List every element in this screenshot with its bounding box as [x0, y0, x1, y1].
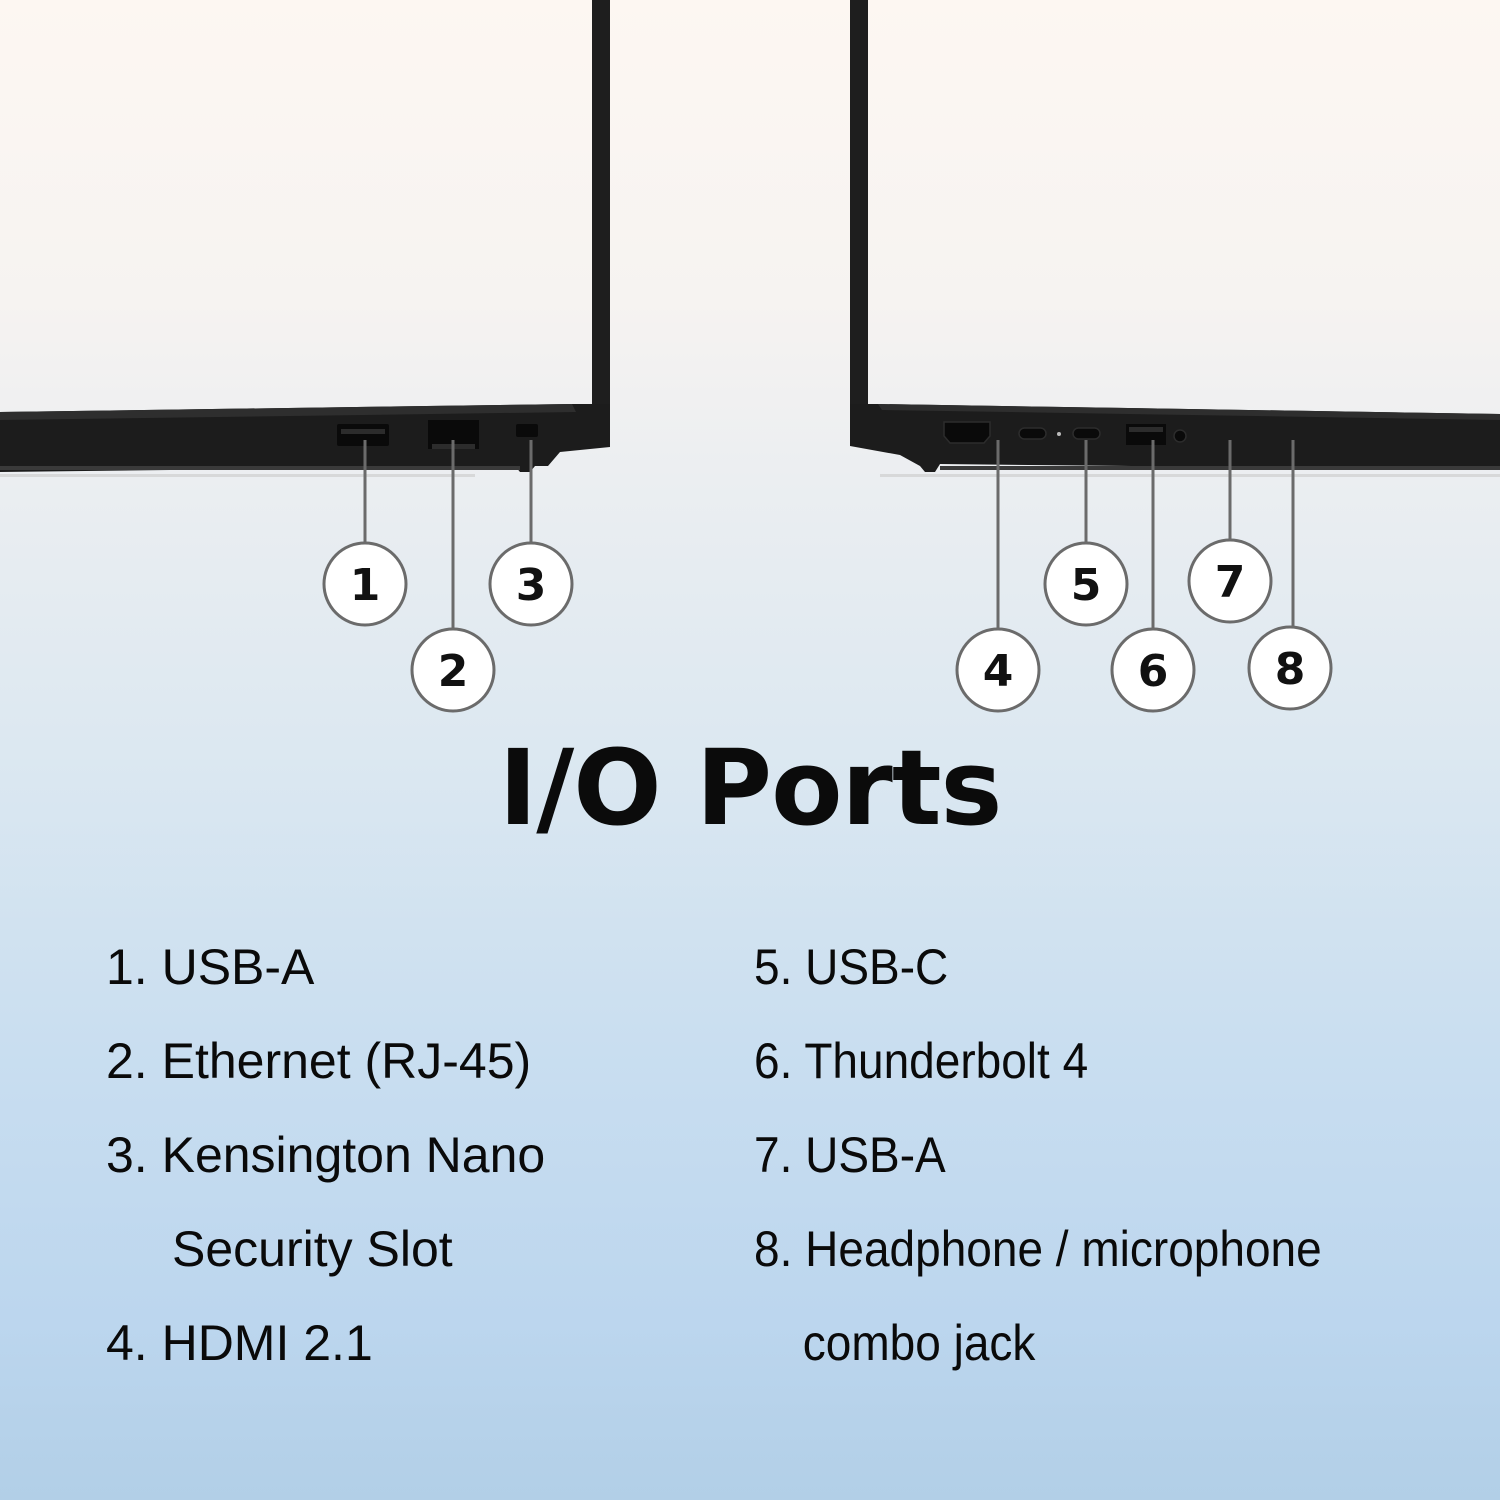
- svg-text:4: 4: [983, 646, 1014, 697]
- legend-item-kensington-cont: Security Slot: [172, 1221, 453, 1277]
- svg-text:1: 1: [350, 560, 381, 611]
- legend-item-thunderbolt: 6. Thunderbolt 4: [754, 1033, 1089, 1089]
- page-title: I/O Ports: [498, 727, 1003, 849]
- legend-item-ethernet: 2. Ethernet (RJ-45): [106, 1033, 532, 1089]
- legend-item-hdmi: 4. HDMI 2.1: [106, 1315, 373, 1371]
- svg-text:2: 2: [438, 646, 469, 697]
- svg-text:6: 6: [1138, 646, 1169, 697]
- legend-item-usb-c: 5. USB-C: [754, 939, 949, 995]
- port-diagram: 1 2 3 4 5 6 7 8: [0, 0, 1500, 713]
- legend-item-audio-jack: 8. Headphone / microphone: [754, 1221, 1322, 1277]
- callout-3: 3: [488, 541, 574, 627]
- screen-bezel-left: [592, 0, 610, 418]
- callout-6: 6: [1110, 627, 1196, 713]
- svg-text:3: 3: [516, 560, 547, 611]
- hdmi-port-icon: [943, 421, 991, 444]
- laptop-right-side: [850, 0, 1500, 477]
- usb-a-port-icon: [337, 424, 389, 446]
- legend-left-column: 1. USB-A 2. Ethernet (RJ-45) 3. Kensingt…: [106, 920, 545, 1390]
- callout-4: 4: [955, 627, 1041, 713]
- callout-5: 5: [1043, 541, 1129, 627]
- security-slot-icon: [516, 424, 538, 437]
- callout-2: 2: [410, 627, 496, 713]
- callout-7: 7: [1187, 538, 1273, 624]
- usb-c-port-icon: [1018, 427, 1047, 440]
- legend-right-column: 5. USB-C 6. Thunderbolt 4 7. USB-A 8. He…: [754, 920, 1322, 1390]
- led-indicator-icon: [1057, 432, 1061, 436]
- svg-text:5: 5: [1071, 560, 1102, 611]
- svg-text:8: 8: [1275, 644, 1306, 695]
- screen-bezel-right: [850, 0, 868, 412]
- callout-lines: [363, 440, 1295, 630]
- legend-item-audio-jack-cont: combo jack: [802, 1315, 1036, 1371]
- legend-item-usb-a: 1. USB-A: [106, 939, 315, 995]
- laptop-left-side: [0, 0, 610, 477]
- callout-8: 8: [1247, 625, 1333, 711]
- thunderbolt-port-icon: [1072, 427, 1101, 440]
- legend-item-usb-a-2: 7. USB-A: [754, 1127, 946, 1183]
- audio-jack-icon: [1173, 429, 1187, 443]
- svg-text:7: 7: [1215, 557, 1246, 608]
- callout-1: 1: [322, 541, 408, 627]
- legend-item-kensington: 3. Kensington Nano: [106, 1127, 546, 1183]
